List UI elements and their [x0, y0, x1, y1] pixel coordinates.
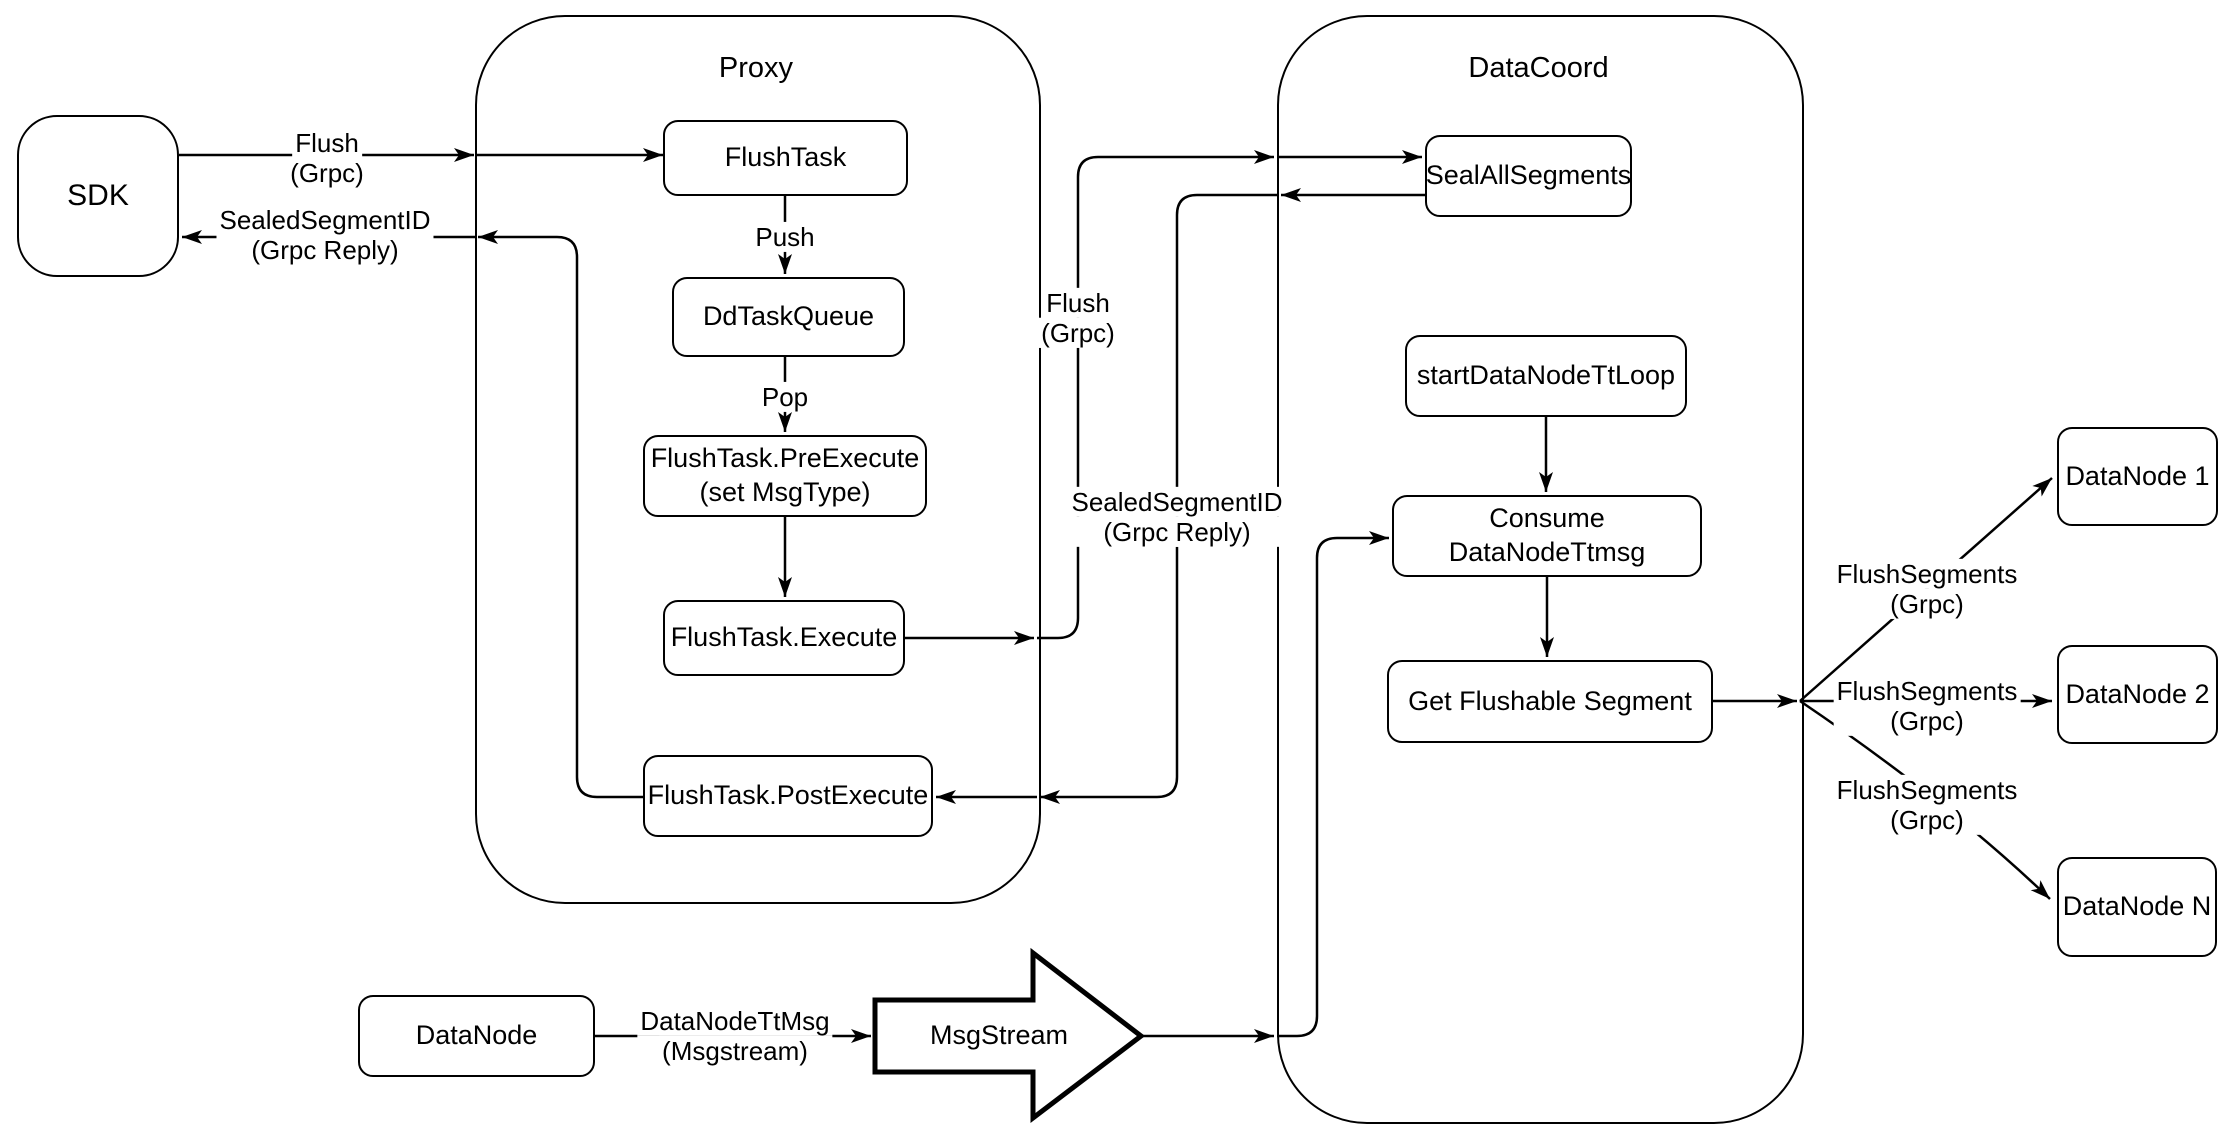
node-sdk: SDK: [17, 115, 179, 277]
node-flushtask-preexecute: FlushTask.PreExecute (set MsgType): [643, 435, 927, 517]
label-flush-grpc-datacoord: Flush (Grpc): [1035, 287, 1121, 349]
label-datanodettmsg: DataNodeTtMsg (Msgstream): [637, 1005, 833, 1067]
label-flushsegments-3: FlushSegments (Grpc): [1833, 774, 2021, 836]
edge-datacoord-edge-to-consume: [1277, 531, 1389, 1038]
proxy-container-title: Proxy: [718, 52, 794, 84]
node-consume-datanodettmsg: Consume DataNodeTtmsg: [1392, 495, 1702, 577]
msgstream-shape: [872, 947, 1146, 1124]
node-datanode-1: DataNode 1: [2057, 427, 2218, 526]
node-flushtask: FlushTask: [663, 120, 908, 196]
label-flushsegments-1: FlushSegments (Grpc): [1833, 558, 2021, 620]
label-push: Push: [752, 221, 818, 253]
label-pop: Pop: [758, 381, 812, 413]
proxy-container: [475, 15, 1041, 904]
edge-proxy-edge-to-datacoord-edge: [1037, 150, 1274, 640]
node-datanode: DataNode: [358, 995, 595, 1077]
datacoord-container: [1277, 15, 1804, 1124]
node-flushtask-execute: FlushTask.Execute: [663, 600, 905, 676]
node-get-flushable-segment: Get Flushable Segment: [1387, 660, 1713, 743]
node-ddtaskqueue: DdTaskQueue: [672, 277, 905, 357]
edge-postexecute-to-proxy-edge: [478, 230, 643, 799]
node-datanode-2: DataNode 2: [2057, 645, 2218, 744]
node-msgstream-label: MsgStream: [930, 1020, 1069, 1050]
label-sealedsegmentid-sdk: SealedSegmentID (Grpc Reply): [216, 204, 434, 266]
node-datanode-n: DataNode N: [2057, 857, 2217, 957]
node-sealallsegments: SealAllSegments: [1425, 135, 1632, 217]
label-flush-grpc-sdk: Flush (Grpc): [284, 127, 370, 189]
node-flushtask-postexecute: FlushTask.PostExecute: [643, 755, 933, 837]
label-flushsegments-2: FlushSegments (Grpc): [1833, 675, 2021, 737]
label-sealedsegmentid-datacoord: SealedSegmentID (Grpc Reply): [1068, 486, 1286, 548]
node-startdatanodettloop: startDataNodeTtLoop: [1405, 335, 1687, 417]
datacoord-container-title: DataCoord: [1468, 52, 1609, 84]
